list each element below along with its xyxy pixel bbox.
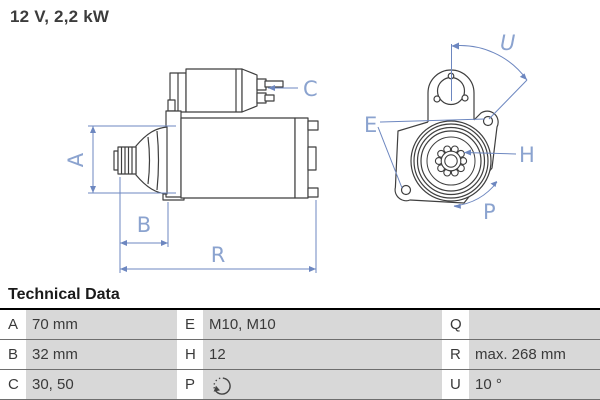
dim-label-p: P: [483, 200, 496, 224]
row-key: R: [442, 340, 469, 369]
rotation-direction-icon: [213, 376, 231, 395]
front-view-drawing: [394, 69, 499, 204]
mounting-hole-bottom-left: [400, 184, 412, 196]
table-row: C 30, 50 P U 10 °: [0, 369, 600, 400]
front-view-dimension-arrows: [451, 42, 527, 209]
leader-line-h: [463, 152, 517, 155]
row-key: U: [442, 370, 469, 399]
product-spec-title: 12 V, 2,2 kW: [10, 7, 110, 26]
dim-label-h: H: [519, 143, 535, 167]
row-value: 30, 50: [26, 370, 177, 399]
dim-label-a: A: [64, 152, 88, 167]
drive-end-housing: [135, 126, 168, 195]
row-value: [469, 310, 600, 339]
technical-data-table: Technical Data A 70 mm E M10, M10 Q B 32…: [0, 284, 600, 400]
row-key: H: [177, 340, 203, 369]
side-view-dimension-arrows: [90, 85, 316, 272]
row-key: E: [177, 310, 203, 339]
dim-label-b: B: [137, 213, 151, 237]
leader-line-e2: [377, 126, 403, 189]
mounting-hole-top-right: [482, 115, 494, 127]
row-value: [203, 370, 442, 399]
side-view-dimensions: [88, 87, 317, 273]
row-value: 70 mm: [26, 310, 177, 339]
side-view-drawing: [113, 68, 319, 201]
pinion-gear: [113, 146, 137, 175]
solenoid: [169, 68, 284, 113]
row-value: max. 268 mm: [469, 340, 600, 369]
starter-motor-diagram: A B R C: [64, 31, 535, 273]
pinion-gear-front: [434, 145, 468, 177]
dim-label-r: R: [211, 243, 226, 267]
row-key: C: [0, 370, 26, 399]
angle-arc-u: [451, 45, 528, 81]
row-value: 32 mm: [26, 340, 177, 369]
row-value: M10, M10: [203, 310, 442, 339]
leader-line-e1: [379, 118, 486, 123]
row-key: Q: [442, 310, 469, 339]
table-heading: Technical Data: [0, 284, 600, 310]
row-value: 10 °: [469, 370, 600, 399]
table-row: B 32 mm H 12 R max. 268 mm: [0, 339, 600, 369]
row-key: P: [177, 370, 203, 399]
table-row: A 70 mm E M10, M10 Q: [0, 310, 600, 339]
row-key: A: [0, 310, 26, 339]
row-value: 12: [203, 340, 442, 369]
dim-label-u: U: [500, 31, 515, 55]
row-key: B: [0, 340, 26, 369]
mounting-flange: [162, 99, 185, 201]
dim-label-c: C: [303, 77, 318, 101]
dim-label-e: E: [364, 113, 377, 137]
motor-body: [180, 117, 319, 199]
